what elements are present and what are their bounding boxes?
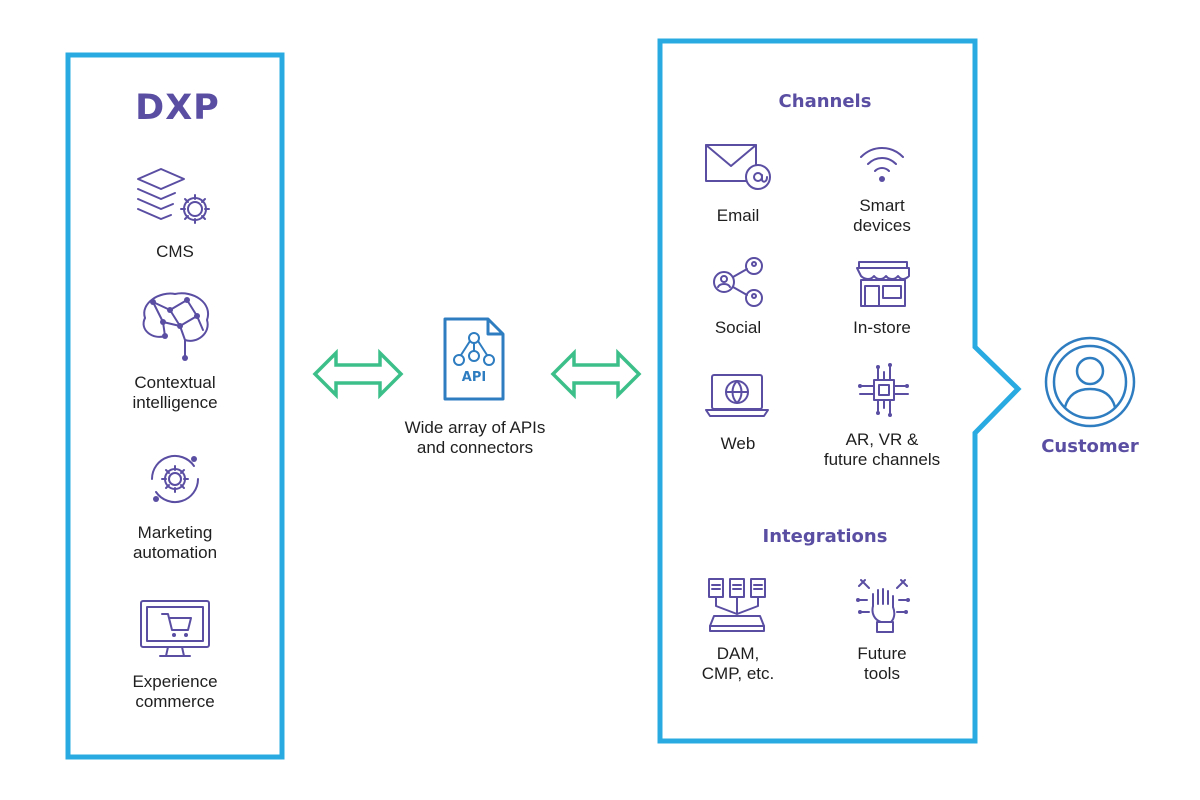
gear-cycle-icon (144, 448, 206, 510)
integrations-heading: Integrations (762, 526, 888, 547)
customer-label: Customer (1041, 436, 1139, 457)
api-document-icon (442, 316, 506, 402)
cms-layers-gear-icon (133, 165, 218, 230)
channel-web-label: Web (720, 434, 756, 453)
laptop-globe-icon (704, 372, 770, 418)
channels-panel-border (657, 38, 1022, 744)
storefront-icon (855, 260, 911, 308)
dxp-item-experience-commerce-label: Experience commerce (132, 672, 218, 711)
wifi-icon (857, 143, 907, 185)
brain-network-icon (135, 288, 215, 363)
customer-avatar-icon (1043, 335, 1137, 429)
channel-social-label: Social (714, 318, 762, 337)
double-arrow-right (550, 348, 642, 405)
dxp-item-marketing-automation-label: Marketing automation (132, 523, 218, 562)
email-icon (703, 142, 773, 192)
channels-heading: Channels (778, 91, 872, 112)
api-label: Wide array of APIs and connectors (404, 418, 546, 457)
chip-icon (856, 362, 912, 418)
social-network-icon (710, 256, 766, 308)
integration-future-tools-label: Future tools (857, 644, 907, 683)
dxp-title: DXP (135, 88, 220, 128)
channel-in-store-label: In-store (853, 318, 911, 337)
monitor-cart-icon (138, 598, 212, 660)
channel-email-label: Email (716, 206, 760, 225)
hand-tools-icon (855, 574, 911, 636)
double-arrow-left (312, 348, 404, 405)
dxp-item-contextual-intelligence-label: Contextual intelligence (132, 373, 218, 412)
dxp-item-cms-label: CMS (156, 242, 194, 261)
channel-smart-devices-label: Smart devices (853, 196, 911, 235)
dxp-panel-border (65, 52, 285, 760)
channel-ar-vr-label: AR, VR & future channels (823, 430, 941, 469)
documents-tray-icon (706, 576, 768, 634)
integration-dam-label: DAM, CMP, etc. (701, 644, 775, 683)
api-badge: API (461, 370, 487, 385)
